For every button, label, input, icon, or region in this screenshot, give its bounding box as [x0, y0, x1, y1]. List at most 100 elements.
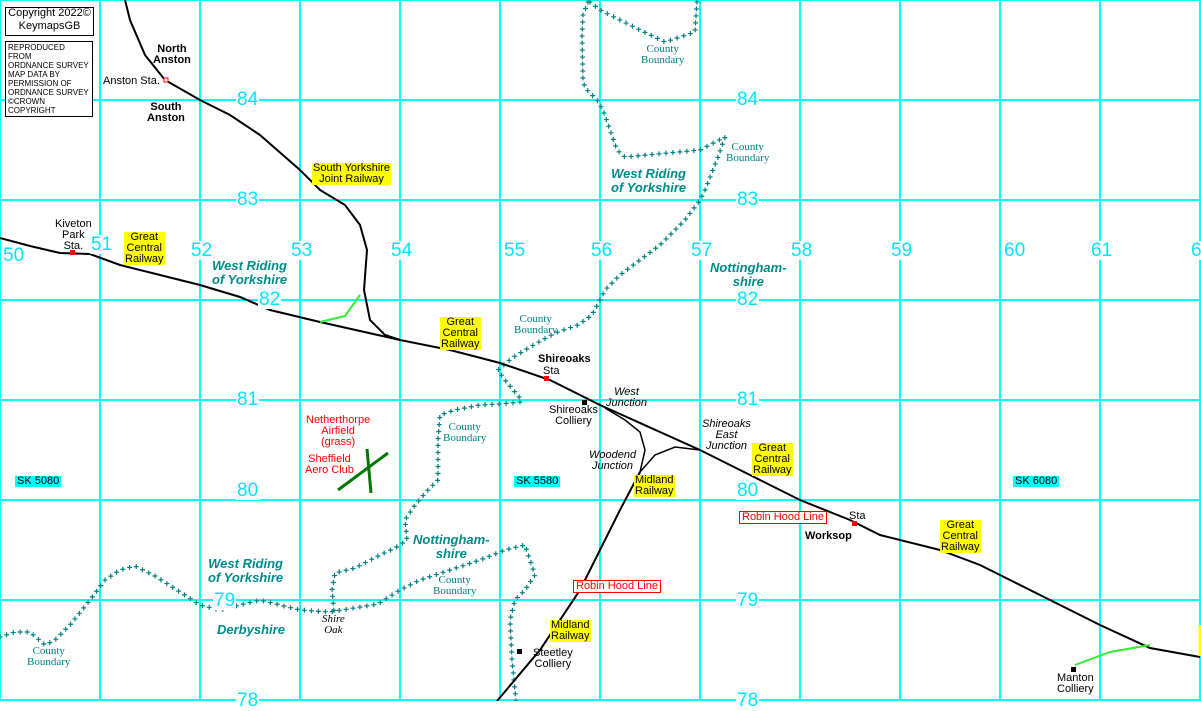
county-boundary-marker — [63, 626, 69, 632]
county-boundary-marker — [649, 151, 655, 157]
county-boundary-marker — [383, 596, 389, 602]
county-boundary-marker — [315, 608, 321, 614]
county-boundary-marker — [613, 143, 619, 149]
county-boundary-marker — [561, 327, 567, 333]
county-boundary-marker — [364, 603, 370, 609]
county-boundary-label: County Boundary — [443, 421, 487, 444]
railway-label-syjr: South Yorkshire Joint Railway — [312, 162, 392, 185]
county-boundary-marker — [611, 14, 617, 20]
county-boundary-marker — [343, 606, 349, 612]
county-boundary-marker — [350, 566, 356, 572]
county-boundary-marker — [375, 553, 381, 559]
county-boundary-marker — [508, 628, 514, 634]
county-boundary-marker — [668, 231, 674, 237]
northing-label: 84 — [736, 89, 760, 110]
county-boundary-marker — [647, 249, 653, 255]
county-boundary-marker — [329, 586, 335, 592]
county-boundary-marker — [693, 20, 699, 26]
county-boundary-marker — [506, 357, 512, 363]
county-boundary-marker — [604, 285, 610, 291]
county-boundary-marker — [30, 632, 36, 638]
county-boundary-marker — [53, 636, 59, 642]
county-boundary-marker — [435, 449, 441, 455]
region-nottinghamshire: Nottingham- shire — [710, 260, 787, 289]
grid-ref-label: SK 5580 — [514, 475, 561, 487]
county-boundary-marker — [722, 135, 728, 141]
county-boundary-marker — [164, 581, 170, 587]
airfield-runway — [337, 451, 389, 492]
county-boundary-marker — [24, 629, 30, 635]
county-boundary-marker — [509, 656, 515, 662]
county-boundary-marker — [661, 38, 667, 44]
county-boundary-marker — [436, 429, 442, 435]
easting-label: 58 — [790, 240, 814, 261]
county-boundary-marker — [81, 605, 87, 611]
county-boundary-marker — [712, 161, 718, 167]
county-boundary-marker — [630, 262, 636, 268]
county-boundary-marker — [400, 540, 406, 546]
northing-label: 79 — [736, 590, 760, 611]
county-boundary-marker — [427, 574, 433, 580]
county-boundary-label: County Boundary — [726, 141, 770, 164]
easting-label: 59 — [890, 240, 914, 261]
county-boundary-marker — [600, 291, 606, 297]
county-boundary-marker — [308, 608, 314, 614]
county-boundary-marker — [496, 367, 502, 373]
county-boundary-marker — [441, 411, 447, 417]
county-boundary-marker — [509, 607, 515, 613]
place-shireoaks: Shireoaks — [538, 353, 591, 365]
county-boundary-marker — [681, 33, 687, 39]
county-boundary-marker — [520, 543, 526, 549]
county-boundary-marker — [585, 88, 591, 94]
railway-label-gcr: Great Central Railway — [124, 231, 165, 265]
county-boundary-marker — [518, 350, 524, 356]
county-boundary-marker — [254, 598, 260, 604]
county-boundary-marker — [528, 579, 534, 585]
easting-label: 55 — [503, 240, 527, 261]
county-boundary-marker — [240, 601, 246, 607]
county-boundary-marker — [625, 266, 631, 272]
joint-railway-line — [124, 0, 401, 341]
county-boundary-marker — [330, 600, 336, 606]
easting-label: 6 — [1190, 240, 1201, 261]
county-boundary-marker — [609, 280, 615, 286]
railway-label-gcr: Great Central Railway — [440, 316, 481, 350]
county-boundary-marker — [435, 477, 441, 483]
place-shireoaks-colliery: Shireoaks Colliery — [549, 404, 598, 427]
county-boundary-marker — [510, 663, 516, 669]
county-boundary-marker — [402, 521, 408, 527]
woodend-curve — [604, 407, 646, 473]
northing-label: 83 — [236, 189, 260, 210]
county-boundary-marker — [480, 556, 486, 562]
county-boundary-marker — [414, 579, 420, 585]
county-boundary-marker — [453, 565, 459, 571]
county-boundary-marker — [579, 47, 585, 53]
county-boundary-marker — [582, 6, 588, 12]
county-boundary-marker — [489, 401, 495, 407]
county-boundary-marker — [512, 691, 518, 697]
county-boundary-marker — [510, 670, 516, 676]
northing-label: 82 — [736, 289, 760, 310]
county-boundary-marker — [636, 26, 642, 32]
county-boundary-marker — [176, 588, 182, 594]
copyright-box: Copyright 2022© KeymapsGB — [5, 7, 94, 36]
county-boundary-marker — [670, 150, 676, 156]
railway-label-midland: Midland Railway — [550, 619, 591, 642]
county-boundary-marker — [678, 221, 684, 227]
county-boundary-marker — [519, 590, 525, 596]
place-netherthorpe-airfield: Netherthorpe Airfield (grass) — [306, 414, 371, 448]
county-boundary-marker — [499, 372, 505, 378]
place-manton-colliery: Manton Colliery — [1057, 672, 1094, 695]
county-boundary-marker — [158, 577, 164, 583]
county-boundary-marker — [517, 399, 523, 405]
county-boundary-marker — [628, 153, 634, 159]
county-boundary-marker — [554, 329, 560, 335]
east-curve — [639, 446, 701, 473]
county-boundary-marker — [407, 582, 413, 588]
county-boundary-marker — [0, 634, 3, 640]
county-boundary-marker — [404, 535, 410, 541]
county-boundary-marker — [574, 322, 580, 328]
county-boundary-marker — [580, 75, 586, 81]
